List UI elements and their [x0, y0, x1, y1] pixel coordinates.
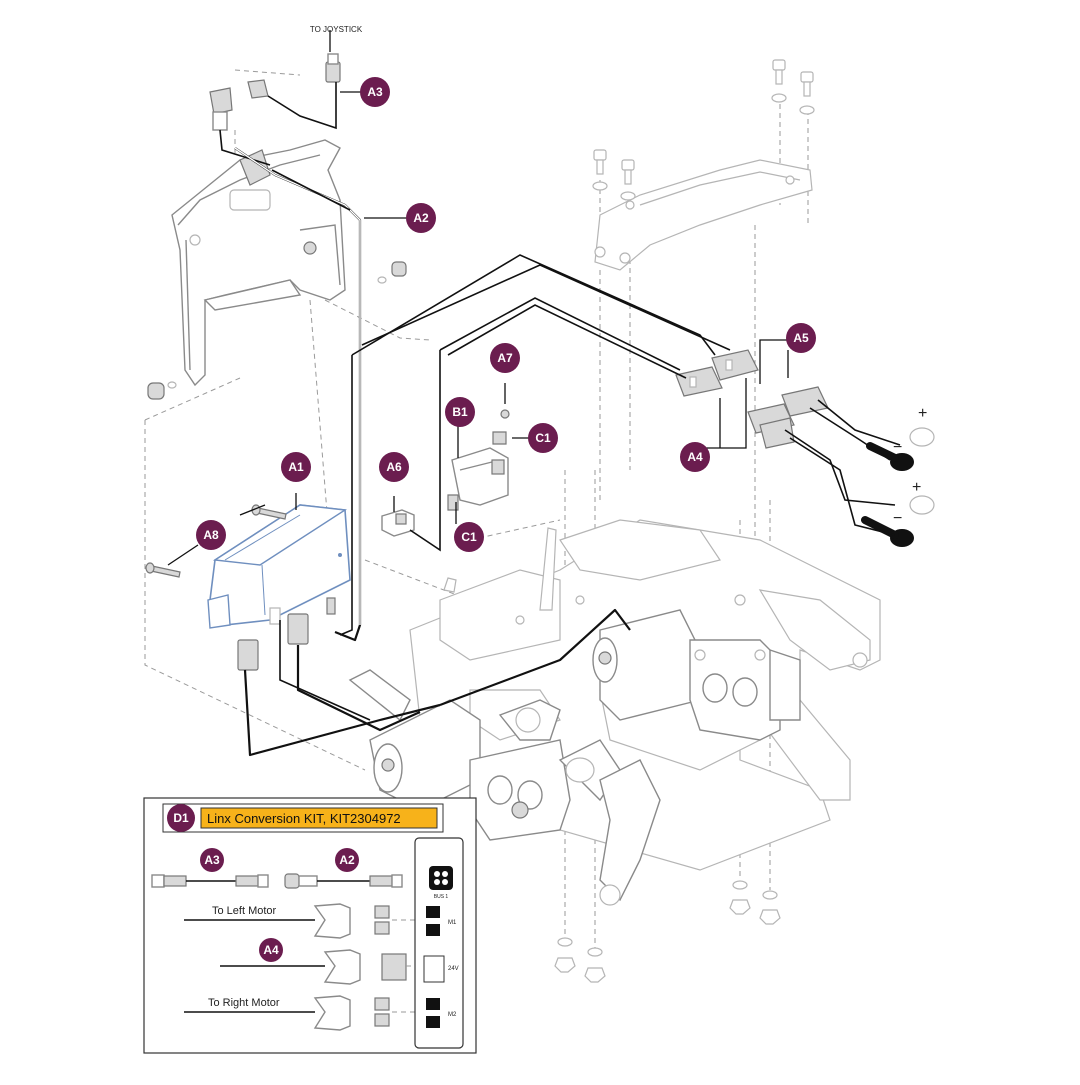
svg-text:A2: A2: [339, 853, 355, 867]
controller-module: [207, 504, 351, 629]
battery-connector-a4: [675, 349, 759, 397]
svg-text:B1: B1: [452, 405, 468, 419]
kit-a3-cable: A3: [151, 848, 269, 888]
cover-b1: [447, 409, 510, 511]
kit-left-motor-cable: [184, 903, 420, 939]
svg-text:24V: 24V: [448, 966, 459, 972]
svg-text:A7: A7: [497, 351, 513, 365]
callout-a8: A8: [196, 520, 226, 550]
plus-label-bottom: +: [912, 479, 921, 496]
controller-plugs: [237, 597, 336, 671]
callout-a1: A1: [281, 452, 311, 482]
controller-screws: [145, 504, 287, 578]
callout-a2: A2: [406, 203, 436, 233]
svg-text:A8: A8: [203, 528, 219, 542]
battery-terminals: [861, 427, 935, 547]
svg-text:A1: A1: [288, 460, 304, 474]
callout-a3: A3: [360, 77, 390, 107]
right-motor: [592, 609, 801, 741]
kit-a2-cable: A2: [284, 848, 403, 889]
kit-a4-cable: A4: [220, 938, 420, 985]
svg-text:A5: A5: [793, 331, 809, 345]
plus-label-top: +: [918, 405, 927, 422]
battery-connector-a5: [747, 386, 829, 449]
kit-right-motor-label: To Right Motor: [208, 997, 280, 1009]
wiring-harness: [219, 82, 901, 757]
svg-text:A4: A4: [263, 943, 279, 957]
svg-text:D1: D1: [173, 811, 189, 825]
svg-text:A3: A3: [367, 85, 383, 99]
callout-a7: A7: [490, 343, 520, 373]
kit-left-motor-label: To Left Motor: [212, 905, 277, 917]
svg-text:M2: M2: [448, 1012, 457, 1018]
callout-c1-top: C1: [528, 423, 558, 453]
kit-right-motor-cable: [184, 995, 420, 1031]
callout-a4: A4: [680, 442, 710, 472]
svg-text:A4: A4: [687, 450, 703, 464]
kit-title-box: [200, 807, 438, 829]
kit-connector-panel: BUS 1 M1 24V M2: [414, 837, 464, 1049]
bolts-top-right: [592, 59, 815, 201]
svg-text:A2: A2: [413, 211, 429, 225]
svg-text:M1: M1: [448, 920, 457, 926]
callout-a6: A6: [379, 452, 409, 482]
mounting-bracket: [594, 159, 813, 271]
circuit-breaker: [381, 509, 415, 537]
joystick-connectors: [209, 53, 341, 131]
to-joystick-label: TO JOYSTICK: [310, 25, 363, 34]
svg-text:C1: C1: [535, 431, 551, 445]
bracket-knobs: [147, 261, 407, 400]
minus-label-bottom: −: [893, 510, 902, 527]
minus-label-top: −: [893, 439, 902, 456]
callout-a5: A5: [786, 323, 816, 353]
joystick-bracket: [171, 139, 346, 387]
svg-text:C1: C1: [461, 530, 477, 544]
leader-lines: [167, 30, 789, 566]
svg-text:A3: A3: [204, 853, 220, 867]
svg-text:A6: A6: [386, 460, 402, 474]
left-motor: [348, 669, 661, 906]
kit-badge: [167, 804, 195, 832]
bottom-hardware: [554, 880, 781, 983]
callout-c1-bottom: C1: [454, 522, 484, 552]
kit-inset: D1 Linx Conversion KIT, KIT2304972 A3 A2…: [143, 797, 477, 1054]
svg-text:BUS 1: BUS 1: [434, 894, 449, 900]
callout-b1: B1: [445, 397, 475, 427]
kit-title: Linx Conversion KIT, KIT2304972: [207, 811, 401, 826]
